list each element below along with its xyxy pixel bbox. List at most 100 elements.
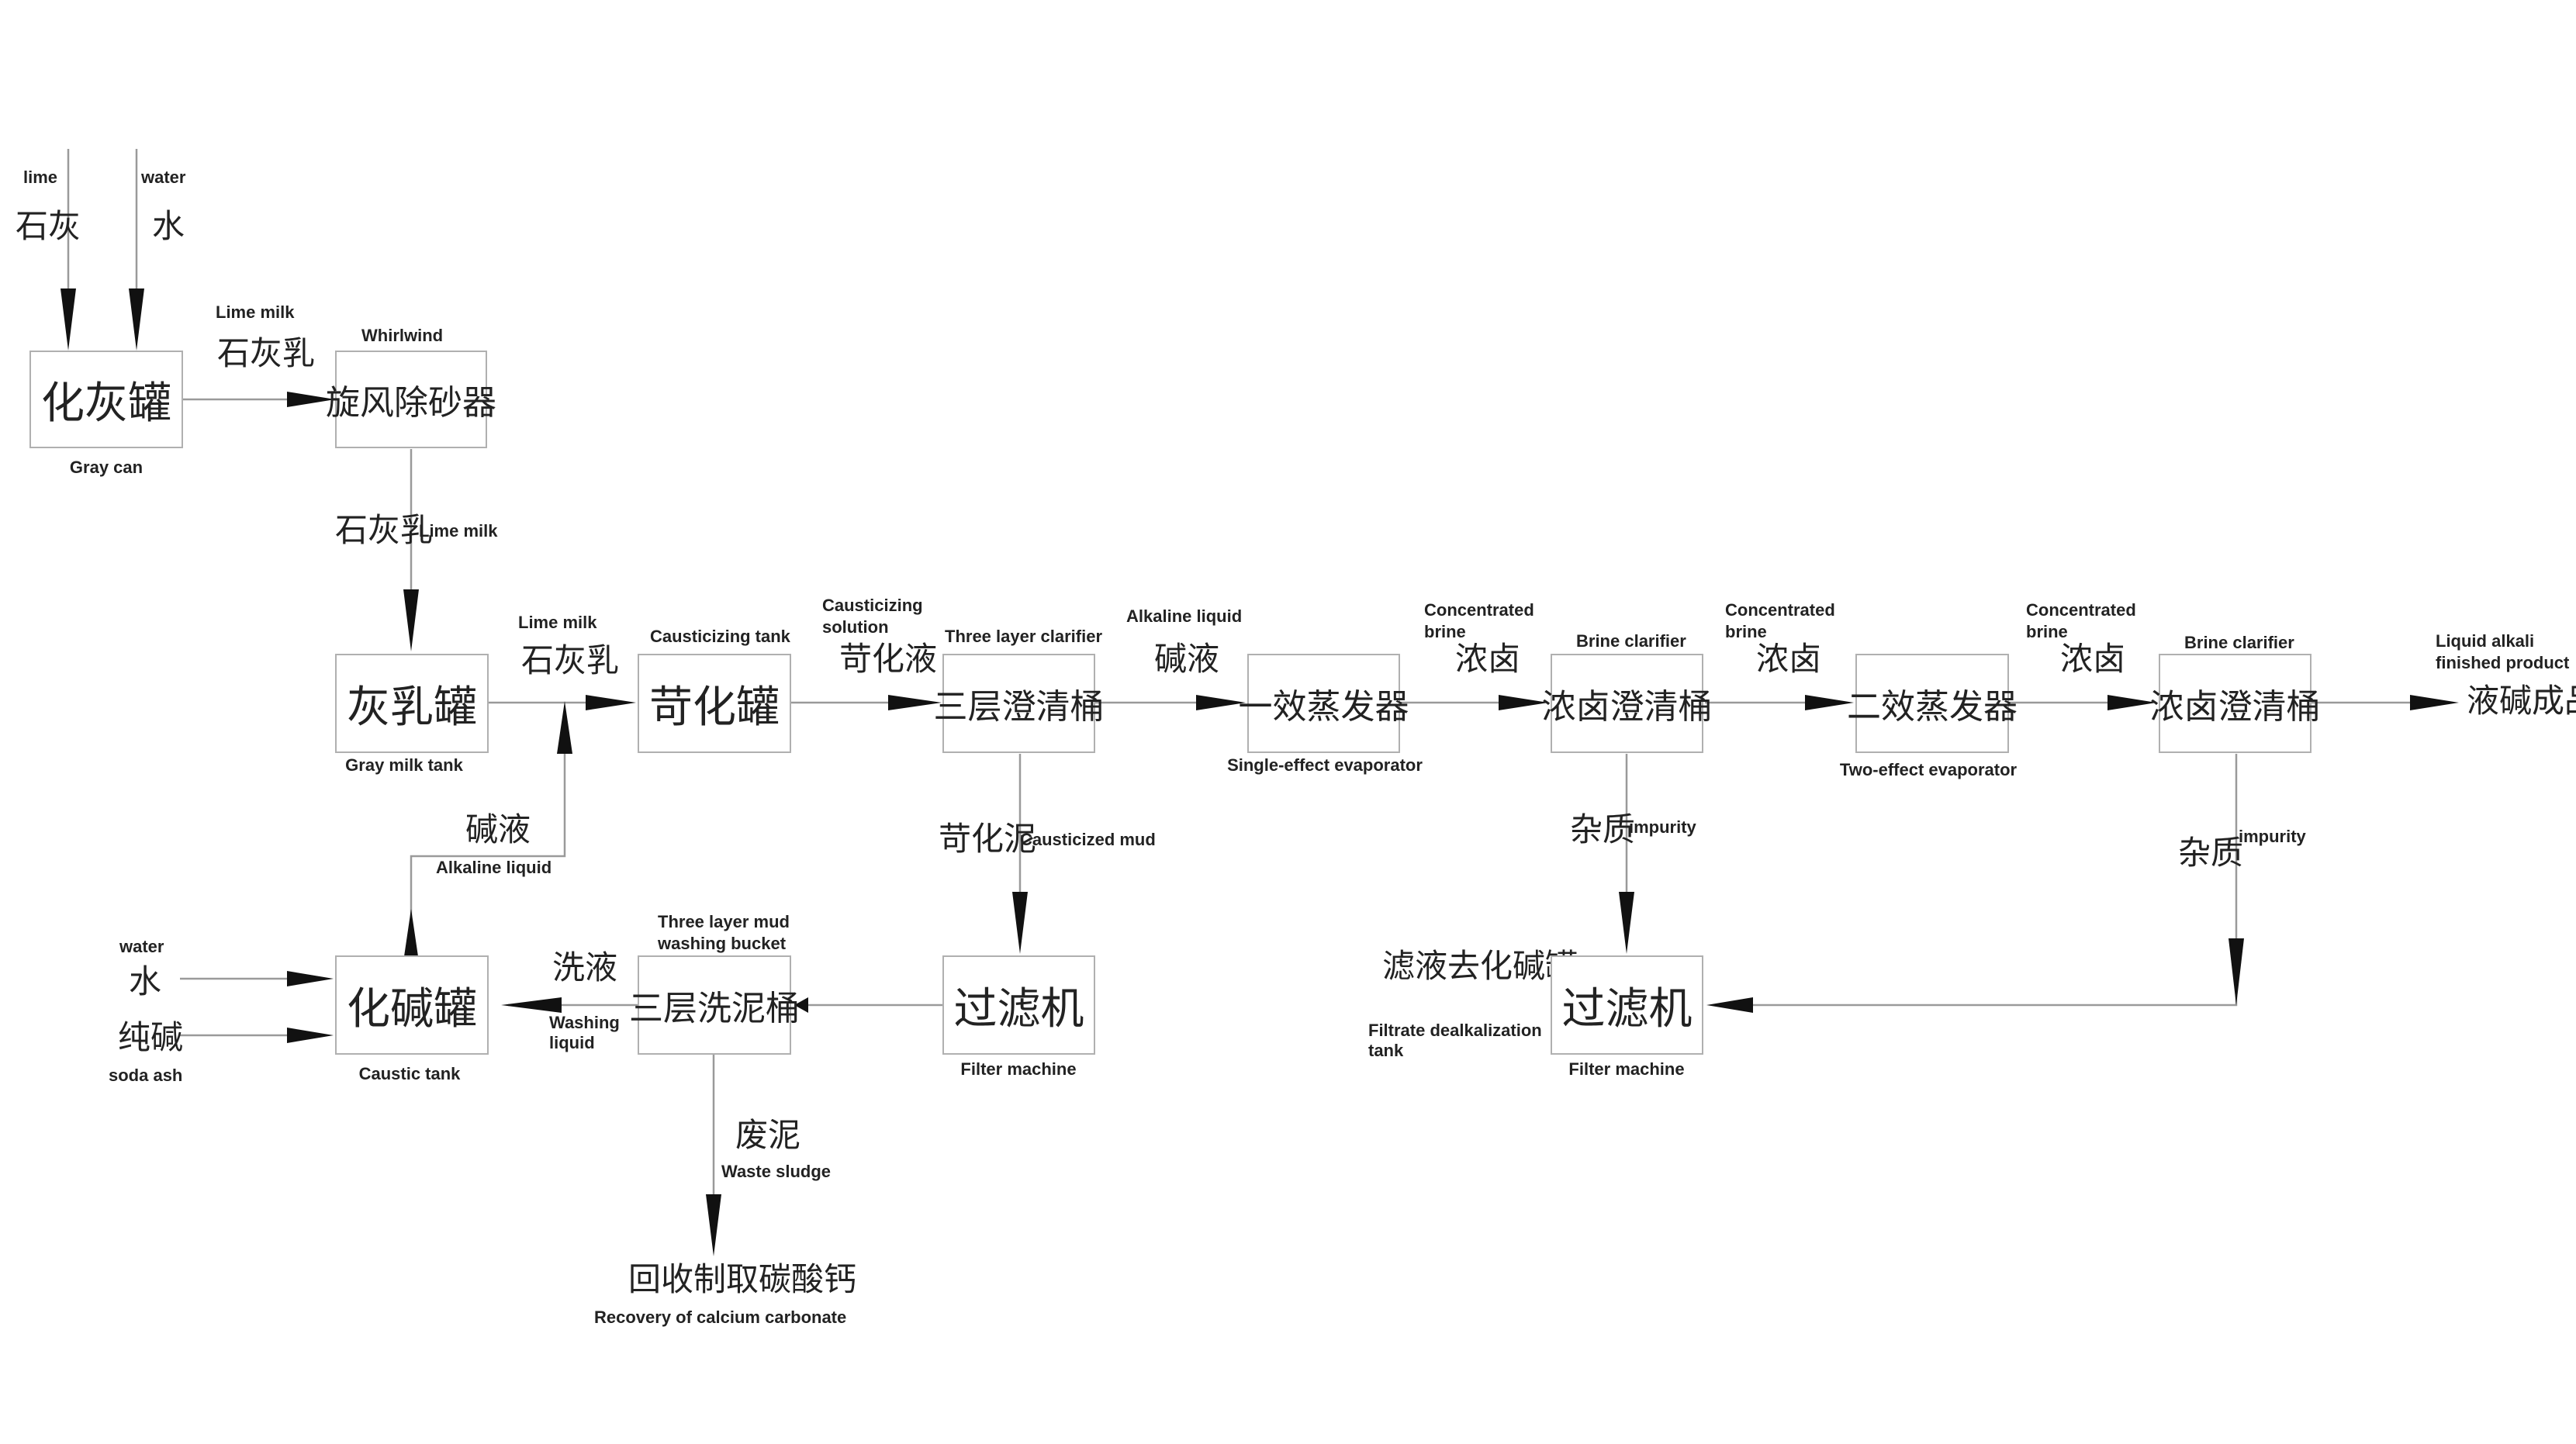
arrowhead [557, 701, 572, 754]
two-effect-evaporator-box: 二效蒸发器 [1847, 654, 2018, 753]
soda-ash-label-zh: 纯碱 [118, 1018, 184, 1056]
arrowhead [586, 695, 636, 710]
filtrate-zh: 滤液去化碱罐 [1382, 947, 1578, 985]
product-en-2: finished product [2436, 653, 2570, 672]
arrowhead [1805, 695, 1854, 710]
alkaline-liquid-2-en: Alkaline liquid [436, 858, 552, 877]
gray-can-box: 化灰罐 [29, 351, 183, 448]
filter-machine-1-box: 过滤机 [942, 955, 1095, 1055]
washing-liquid-en-2: liquid [549, 1033, 595, 1052]
filter-machine-2-label: 过滤机 [1561, 983, 1693, 1035]
arrowhead [706, 1194, 721, 1256]
line-caustic-loop [410, 744, 566, 955]
lime-label-zh: 石灰 [16, 207, 81, 245]
arrowhead [1619, 892, 1634, 954]
brine-clarifier-2-label: 浓卤澄清桶 [2149, 687, 2321, 727]
lime-milk-3-en: Lime milk [518, 613, 597, 632]
concentrated-brine-2-en-2: brine [1725, 622, 1767, 641]
lime-milk-2-en: Lime milk [419, 521, 498, 541]
concentrated-brine-2-en-1: Concentrated [1725, 600, 1835, 620]
whirlwind-box: 旋风除砂器 [326, 351, 496, 448]
lime-milk-3-zh: 石灰乳 [521, 641, 620, 679]
two-effect-evaporator-label: 二效蒸发器 [1847, 687, 2018, 727]
mud-washing-bucket-caption-1: Three layer mud [658, 912, 790, 931]
concentrated-brine-2-zh: 浓卤 [1756, 640, 1822, 678]
impurity-2-zh: 杂质 [2178, 834, 2244, 872]
filter-machine-2-caption: Filter machine [1568, 1059, 1685, 1079]
alkaline-liquid-1-zh: 碱液 [1154, 640, 1220, 678]
causticizing-tank-caption: Causticizing tank [650, 627, 790, 646]
gray-can-caption: Gray can [69, 458, 143, 477]
arrowhead [1012, 892, 1028, 954]
product-zh: 液碱成品 [2467, 682, 2576, 720]
concentrated-brine-3-en-2: brine [2026, 622, 2068, 641]
causticizing-solution-en-1: Causticizing [822, 596, 923, 615]
product-en-1: Liquid alkali [2436, 631, 2535, 651]
brine-clarifier-2-box: 浓卤澄清桶 [2150, 654, 2321, 753]
arrowhead [2107, 695, 2156, 710]
causticizing-solution-en-2: solution [822, 617, 889, 637]
arrowhead [794, 997, 808, 1013]
water2-label-zh: 水 [129, 962, 162, 1000]
gray-milk-tank-label: 灰乳罐 [347, 682, 477, 733]
causticized-mud-zh: 苛化泥 [939, 820, 1037, 858]
concentrated-brine-1-en-1: Concentrated [1424, 600, 1534, 620]
waste-sludge-zh: 废泥 [735, 1116, 801, 1154]
single-effect-evaporator-label: 一效蒸发器 [1238, 687, 1409, 727]
arrowhead [2228, 938, 2244, 1005]
caustic-tank-box: 化碱罐 [335, 955, 489, 1055]
two-effect-evaporator-caption: Two-effect evaporator [1839, 760, 2018, 779]
causticized-mud-en: Causticized mud [1020, 830, 1156, 849]
arrowhead [2410, 695, 2459, 710]
lime-label-en: lime [23, 168, 58, 187]
gray-milk-tank-box: 灰乳罐 [335, 654, 489, 753]
mud-washing-bucket-label: 三层洗泥桶 [629, 989, 800, 1028]
arrowhead [287, 392, 335, 407]
arrowhead [403, 589, 419, 651]
arrowhead [287, 971, 334, 986]
concentrated-brine-1-en-2: brine [1424, 622, 1466, 641]
waste-sludge-en: Waste sludge [721, 1162, 831, 1181]
whirlwind-label: 旋风除砂器 [326, 383, 496, 423]
washing-liquid-zh: 洗液 [552, 948, 618, 986]
filter-machine-1-label: 过滤机 [953, 983, 1084, 1035]
alkaline-liquid-2-zh: 碱液 [465, 810, 531, 848]
lime-milk-1-zh: 石灰乳 [217, 334, 316, 372]
brine-clarifier-1-box: 浓卤澄清桶 [1542, 654, 1713, 753]
recovery-en: Recovery of calcium carbonate [594, 1308, 847, 1327]
concentrated-brine-3-zh: 浓卤 [2060, 640, 2126, 678]
three-layer-clarifier-box: 三层澄清桶 [934, 654, 1105, 753]
recovery-zh: 回收制取碳酸钙 [628, 1260, 857, 1298]
impurity-2-en: impurity [2239, 827, 2306, 846]
washing-liquid-en-1: Washing [549, 1013, 620, 1032]
single-effect-evaporator-caption: Single-effect evaporator [1227, 755, 1423, 775]
brine-clarifier-1-caption: Brine clarifier [1576, 631, 1686, 651]
arrowhead [1706, 997, 1753, 1013]
line-brine2-filter2 [1727, 754, 2238, 1007]
filter-machine-2-box: 过滤机 [1551, 955, 1703, 1055]
caustic-tank-caption: Caustic tank [358, 1064, 461, 1083]
caustic-tank-label: 化碱罐 [347, 983, 477, 1035]
arrowhead [501, 997, 562, 1013]
arrowhead [888, 695, 942, 710]
soda-ash-label-en: soda ash [109, 1066, 183, 1085]
three-layer-clarifier-label: 三层澄清桶 [933, 687, 1105, 727]
brine-clarifier-2-caption: Brine clarifier [2184, 633, 2294, 652]
concentrated-brine-1-zh: 浓卤 [1455, 640, 1521, 678]
arrowhead [1196, 695, 1246, 710]
arrowhead [1499, 695, 1548, 710]
filtrate-en-2: tank [1368, 1041, 1404, 1060]
water-label-zh: 水 [152, 207, 185, 245]
alkaline-liquid-1-en: Alkaline liquid [1126, 606, 1243, 626]
water-label-en: water [141, 168, 186, 187]
whirlwind-caption: Whirlwind [361, 326, 444, 345]
lime-milk-1-en: Lime milk [216, 302, 295, 322]
mud-washing-bucket-box: 三层洗泥桶 [629, 955, 800, 1055]
causticizing-tank-box: 苛化罐 [638, 654, 791, 753]
mud-washing-bucket-caption-2: washing bucket [658, 934, 787, 953]
three-layer-clarifier-caption: Three layer clarifier [945, 627, 1103, 646]
water2-label-en: water [119, 937, 164, 956]
gray-can-label: 化灰罐 [41, 378, 171, 429]
